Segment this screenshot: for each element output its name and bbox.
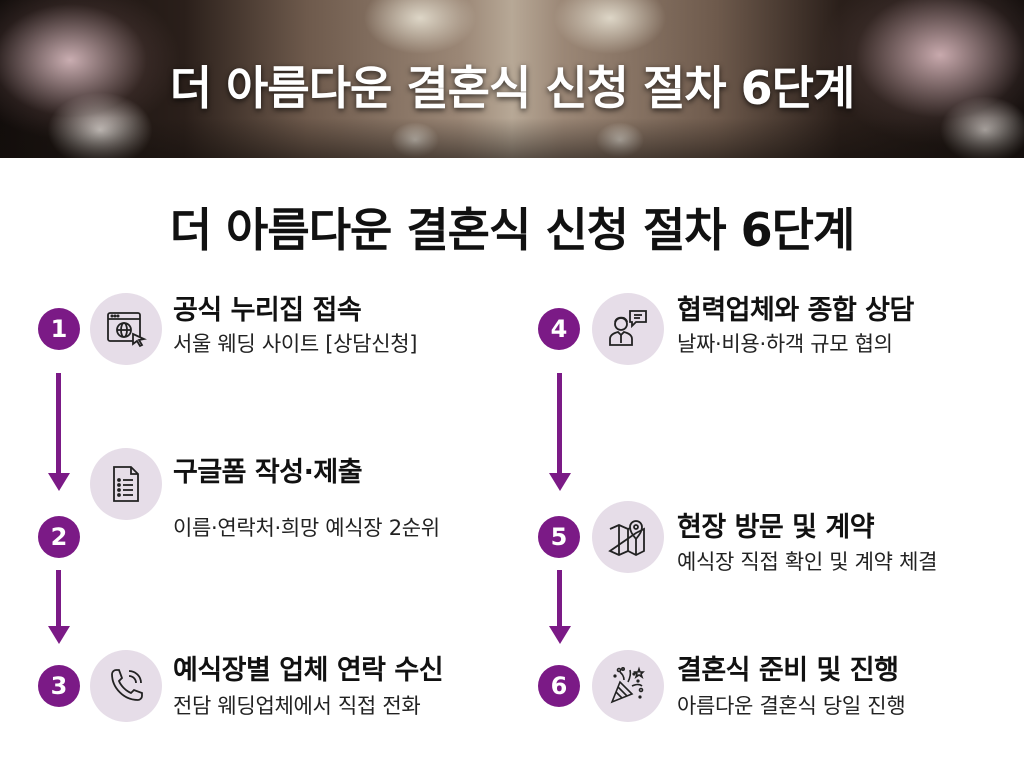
step-number-4: 4: [538, 308, 580, 350]
header-banner: 더 아름다운 결혼식 신청 절차 6단계: [0, 0, 1024, 158]
step-icon-3: [90, 650, 162, 722]
phone-ringing-icon: [111, 669, 143, 701]
step-title-6: 결혼식 준비 및 진행: [677, 655, 899, 686]
step-number-2: 2: [38, 516, 80, 558]
step-number-5: 5: [538, 516, 580, 558]
step-title-1: 공식 누리집 접속: [173, 295, 362, 326]
step-number-3: 3: [38, 665, 80, 707]
map-pin-icon: [608, 520, 645, 557]
step-number-6: 6: [538, 665, 580, 707]
step-desc-5: 예식장 직접 확인 및 계약 체결: [677, 550, 938, 574]
step-icon-4: [592, 293, 664, 365]
step-number-1: 1: [38, 308, 80, 350]
step-icon-1: [90, 293, 162, 365]
banner-title: 더 아름다운 결혼식 신청 절차 6단계: [169, 61, 856, 115]
step-icon-5: [592, 501, 664, 573]
step-title-3: 예식장별 업체 연락 수신: [173, 655, 444, 686]
step-icon-6: [592, 650, 664, 722]
party-popper-icon: [610, 666, 645, 704]
step-desc-3: 전담 웨딩업체에서 직접 전화: [173, 694, 421, 718]
browser-globe-icon: [107, 312, 147, 348]
step-title-2: 구글폼 작성·제출: [173, 457, 363, 488]
step-desc-4: 날짜·비용·하객 규모 협의: [677, 332, 893, 356]
step-title-5: 현장 방문 및 계약: [677, 512, 875, 543]
step-title-4: 협력업체와 종합 상담: [677, 295, 914, 326]
step-desc-1: 서울 웨딩 사이트 [상담신청]: [173, 332, 418, 356]
document-list-icon: [113, 466, 139, 502]
step-desc-2: 이름·연락처·희망 예식장 2순위: [173, 516, 440, 540]
step-icon-2: [90, 448, 162, 520]
page-title: 더 아름다운 결혼식 신청 절차 6단계: [169, 203, 856, 257]
consultant-chat-icon: [609, 310, 647, 346]
step-desc-6: 아름다운 결혼식 당일 진행: [677, 694, 906, 718]
